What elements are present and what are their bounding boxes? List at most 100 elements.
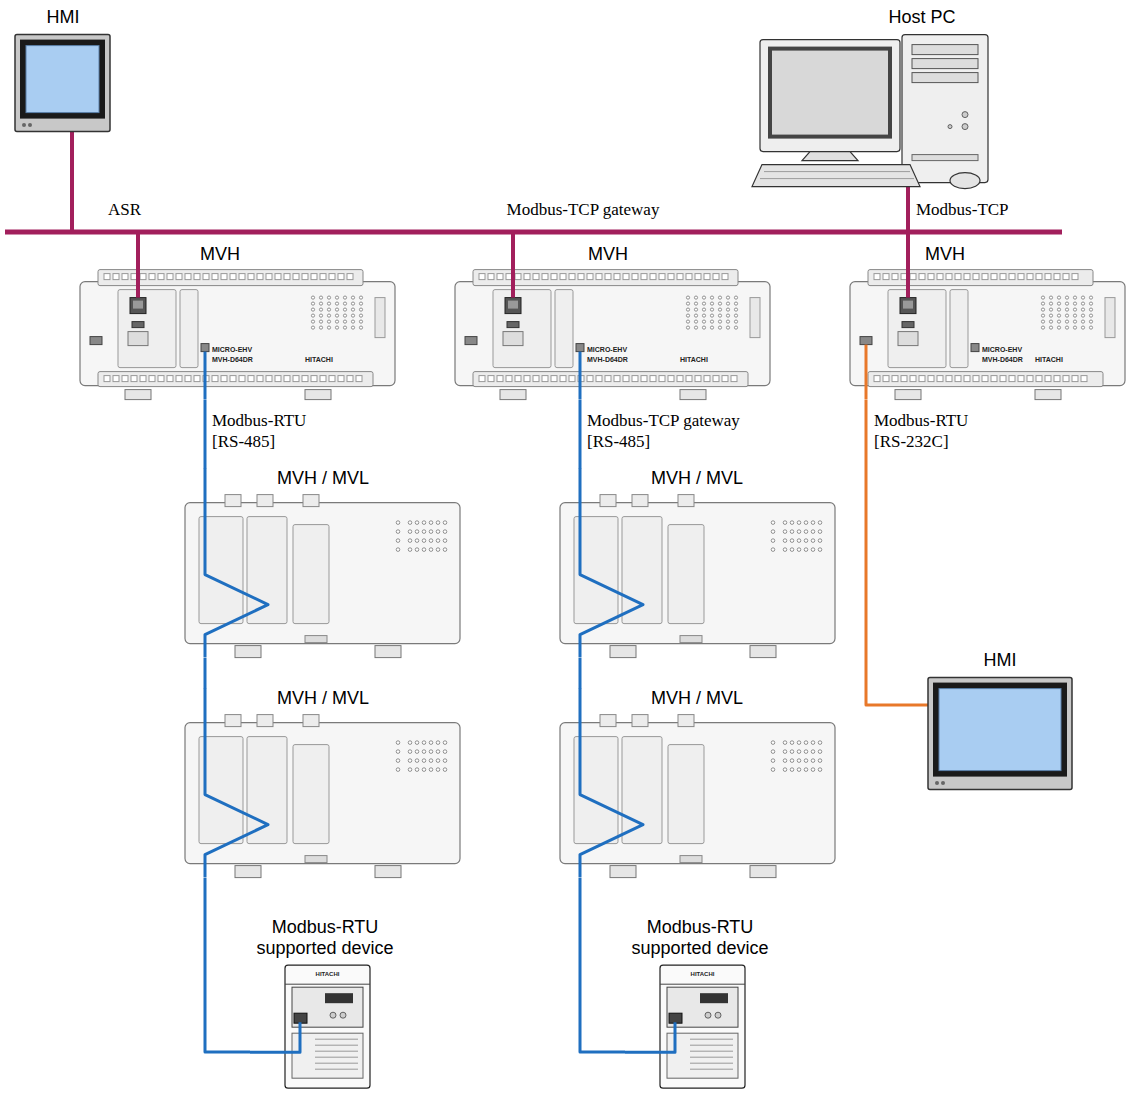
led-dot bbox=[327, 320, 330, 323]
led-dot bbox=[335, 326, 338, 329]
led-dot bbox=[422, 548, 426, 552]
led-dot bbox=[443, 530, 447, 534]
led-dot bbox=[351, 296, 354, 299]
led-dot bbox=[1041, 326, 1044, 329]
device-panel bbox=[610, 866, 636, 878]
device-panel bbox=[1045, 274, 1051, 280]
device-panel bbox=[883, 376, 889, 382]
device-panel bbox=[285, 965, 370, 1088]
ethernet-drop bbox=[906, 186, 910, 300]
vent-line bbox=[690, 1057, 733, 1058]
device-panel bbox=[158, 274, 164, 280]
device-panel bbox=[868, 372, 1103, 387]
device-panel bbox=[292, 1033, 363, 1078]
device-panel bbox=[641, 376, 647, 382]
device-drawing bbox=[250, 965, 370, 1088]
device-panel bbox=[605, 274, 611, 280]
led-dot bbox=[734, 314, 737, 317]
device-panel bbox=[329, 376, 335, 382]
device-panel bbox=[632, 715, 648, 727]
led-dot bbox=[343, 326, 346, 329]
led-dot bbox=[1049, 308, 1052, 311]
device-panel bbox=[650, 274, 656, 280]
led-dot bbox=[415, 521, 419, 525]
device-panel bbox=[167, 274, 173, 280]
led-dot bbox=[790, 741, 794, 745]
led-dot bbox=[408, 768, 412, 772]
device-panel bbox=[912, 73, 978, 83]
led-dot bbox=[330, 1012, 336, 1018]
ethernet-drop bbox=[136, 232, 140, 300]
device-panel bbox=[955, 274, 961, 280]
led-dot bbox=[415, 548, 419, 552]
led-dot bbox=[1057, 308, 1060, 311]
led-dot bbox=[702, 296, 705, 299]
device-panel bbox=[338, 274, 344, 280]
vent-line bbox=[690, 1063, 733, 1064]
led-dot bbox=[422, 530, 426, 534]
device-panel bbox=[680, 390, 706, 400]
device-panel bbox=[293, 376, 299, 382]
device-panel bbox=[479, 376, 485, 382]
led-dot bbox=[335, 314, 338, 317]
device-panel bbox=[680, 636, 702, 643]
device-panel bbox=[731, 376, 737, 382]
led-dot bbox=[327, 308, 330, 311]
cable bbox=[250, 1022, 300, 1052]
cable bbox=[625, 1022, 675, 1052]
device-panel bbox=[294, 1013, 307, 1023]
device-panel bbox=[1027, 376, 1033, 382]
device-panel bbox=[1072, 376, 1078, 382]
device-panel bbox=[125, 390, 151, 400]
device-panel bbox=[284, 376, 290, 382]
led-dot bbox=[818, 741, 822, 745]
led-dot bbox=[734, 320, 737, 323]
device-panel bbox=[305, 636, 327, 643]
device-panel bbox=[130, 298, 146, 314]
device-panel bbox=[275, 376, 281, 382]
device-panel bbox=[677, 376, 683, 382]
device-panel bbox=[293, 274, 299, 280]
led-dot bbox=[28, 124, 32, 128]
led-dot bbox=[1073, 296, 1076, 299]
led-dot bbox=[734, 308, 737, 311]
device-panel bbox=[266, 274, 272, 280]
device-illustration bbox=[560, 688, 835, 878]
led-dot bbox=[710, 326, 713, 329]
led-dot bbox=[686, 320, 689, 323]
led-dot bbox=[1073, 308, 1076, 311]
device-heading: Modbus-RTU supported device bbox=[250, 917, 400, 960]
device-node: MVH bbox=[455, 244, 770, 400]
device-node: MVH bbox=[850, 244, 1125, 400]
device-panel bbox=[919, 274, 925, 280]
led-dot bbox=[335, 302, 338, 305]
device-node: MVH / MVL bbox=[185, 468, 460, 658]
led-dot bbox=[343, 320, 346, 323]
device-panel bbox=[888, 290, 946, 368]
led-dot bbox=[327, 314, 330, 317]
led-dot bbox=[783, 759, 787, 763]
led-dot bbox=[948, 125, 952, 129]
led-dot bbox=[811, 539, 815, 543]
led-dot bbox=[694, 296, 697, 299]
led-dot bbox=[319, 320, 322, 323]
led-dot bbox=[429, 530, 433, 534]
led-dot bbox=[804, 750, 808, 754]
led-dot bbox=[396, 530, 400, 534]
device-panel bbox=[874, 376, 880, 382]
led-dot bbox=[1049, 314, 1052, 317]
led-dot bbox=[351, 326, 354, 329]
device-panel bbox=[503, 332, 523, 346]
device-panel bbox=[874, 274, 880, 280]
device-panel bbox=[669, 1013, 682, 1023]
led-dot bbox=[686, 314, 689, 317]
device-panel bbox=[1009, 376, 1015, 382]
device-drawing bbox=[185, 468, 460, 658]
ethernet-bus bbox=[5, 230, 1062, 235]
device-panel bbox=[1000, 274, 1006, 280]
led-dot bbox=[415, 759, 419, 763]
led-dot bbox=[311, 326, 314, 329]
led-dot bbox=[710, 314, 713, 317]
keyboard-keys bbox=[764, 172, 910, 173]
led-dot bbox=[429, 759, 433, 763]
